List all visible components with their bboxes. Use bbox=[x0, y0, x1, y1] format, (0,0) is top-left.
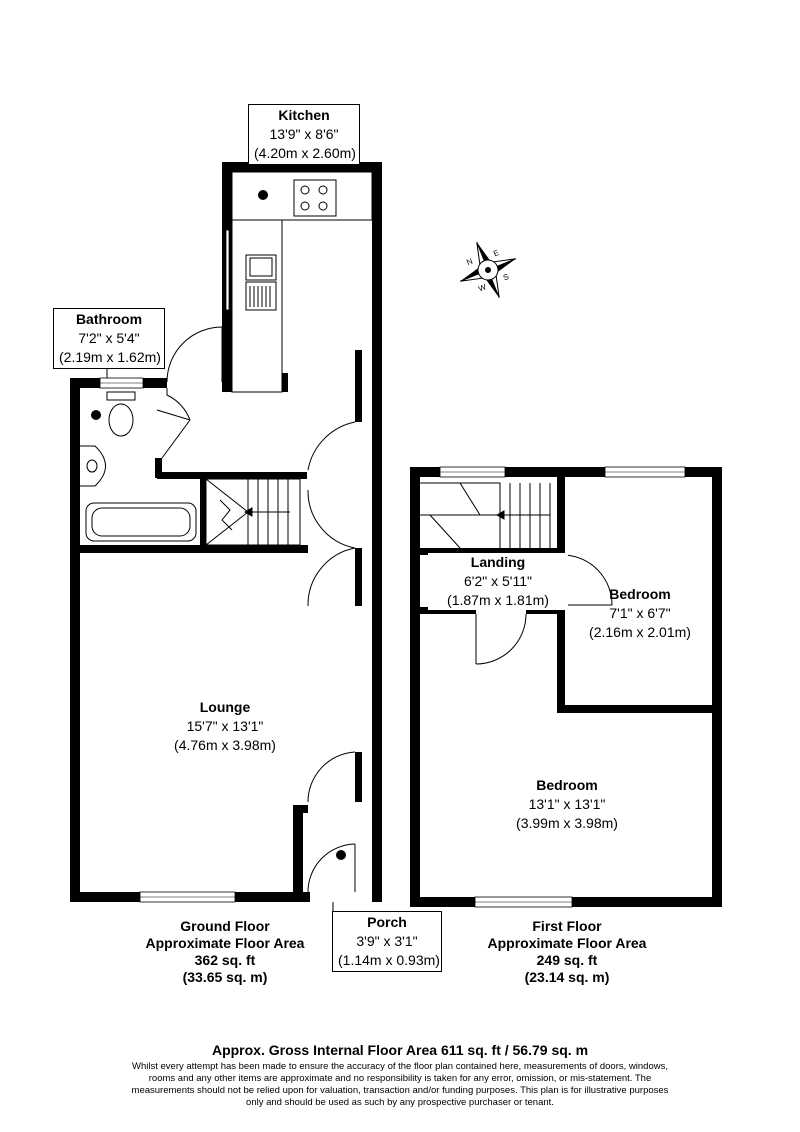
room-size-metric: (1.14m x 0.93m) bbox=[338, 952, 440, 968]
bathroom-boiler-icon bbox=[91, 410, 101, 420]
room-size-imperial: 6'2" x 5'11" bbox=[464, 573, 532, 589]
disclaimer-text: Whilst every attempt has been made to en… bbox=[131, 1061, 669, 1108]
compass-letter-s: S bbox=[502, 272, 510, 282]
room-name: Porch bbox=[367, 914, 407, 930]
ground-floor-area-label: Ground Floor Approximate Floor Area 362 … bbox=[130, 918, 320, 986]
compass-letter-n: N bbox=[465, 256, 474, 267]
room-label-porch: Porch 3'9" x 3'1" (1.14m x 0.93m) bbox=[332, 911, 442, 972]
room-name: Bedroom bbox=[536, 777, 598, 793]
ground-floor-plan bbox=[70, 162, 382, 903]
room-name: Lounge bbox=[199, 699, 251, 715]
floor-caption: Approximate Floor Area bbox=[487, 935, 647, 951]
first-floor-plan bbox=[410, 466, 722, 908]
kitchen-boiler-icon bbox=[258, 190, 268, 200]
room-size-imperial: 13'1" x 13'1" bbox=[528, 796, 606, 812]
room-size-imperial: 13'9" x 8'6" bbox=[269, 126, 339, 142]
kitchen-door bbox=[166, 326, 223, 383]
compass-letter-e: E bbox=[492, 248, 500, 258]
room-label-bedroom-large: Bedroom 13'1" x 13'1" (3.99m x 3.98m) bbox=[497, 776, 637, 833]
room-label-landing: Landing 6'2" x 5'11" (1.87m x 1.81m) bbox=[428, 553, 568, 610]
first-floor-inner-walls bbox=[420, 477, 712, 713]
bathroom-door bbox=[156, 388, 191, 459]
ground-floor-inner-walls bbox=[80, 350, 362, 802]
room-label-bathroom: Bathroom 7'2" x 5'4" (2.19m x 1.62m) bbox=[53, 308, 165, 369]
room-size-imperial: 3'9" x 3'1" bbox=[356, 933, 418, 949]
room-size-imperial: 7'1" x 6'7" bbox=[609, 605, 671, 621]
room-size-metric: (4.76m x 3.98m) bbox=[174, 737, 276, 753]
landing-doors bbox=[475, 554, 613, 665]
footer: Approx. Gross Internal Floor Area 611 sq… bbox=[0, 1042, 800, 1109]
room-label-kitchen: Kitchen 13'9" x 8'6" (4.20m x 2.60m) bbox=[248, 104, 360, 165]
gross-internal-area: Approx. Gross Internal Floor Area 611 sq… bbox=[211, 1042, 589, 1058]
first-floor-area-label: First Floor Approximate Floor Area 249 s… bbox=[472, 918, 662, 986]
bathroom-window bbox=[99, 377, 144, 389]
compass-icon: N E S W bbox=[459, 241, 517, 299]
room-size-imperial: 7'2" x 5'4" bbox=[78, 330, 140, 346]
room-size-metric: (2.19m x 1.62m) bbox=[59, 349, 161, 365]
room-name: Kitchen bbox=[278, 107, 330, 123]
floor-area-sqm: (23.14 sq. m) bbox=[524, 969, 610, 985]
bathroom-fixtures bbox=[80, 391, 197, 542]
porch-door bbox=[307, 843, 356, 893]
room-name: Bedroom bbox=[609, 586, 671, 602]
floor-name: First Floor bbox=[532, 918, 602, 934]
room-name: Bathroom bbox=[75, 311, 143, 327]
first-floor-stairs bbox=[420, 482, 551, 549]
porch-meter-icon bbox=[336, 850, 346, 860]
lounge-window bbox=[139, 891, 236, 903]
room-size-metric: (1.87m x 1.81m) bbox=[447, 592, 549, 608]
floor-area-sqft: 249 sq. ft bbox=[536, 952, 598, 968]
floor-area-sqm: (33.65 sq. m) bbox=[182, 969, 268, 985]
floor-name: Ground Floor bbox=[180, 918, 270, 934]
room-size-metric: (3.99m x 3.98m) bbox=[516, 815, 618, 831]
room-size-metric: (2.16m x 2.01m) bbox=[589, 624, 691, 640]
leader-lines bbox=[106, 154, 334, 912]
kitchen-counter bbox=[231, 171, 373, 393]
room-label-lounge: Lounge 15'7" x 13'1" (4.76m x 3.98m) bbox=[155, 698, 295, 755]
room-size-imperial: 15'7" x 13'1" bbox=[186, 718, 264, 734]
compass-letter-w: W bbox=[477, 282, 488, 293]
floor-caption: Approximate Floor Area bbox=[145, 935, 305, 951]
room-name: Landing bbox=[470, 554, 526, 570]
hall-doors bbox=[307, 421, 356, 803]
room-label-bedroom-small: Bedroom 7'1" x 6'7" (2.16m x 2.01m) bbox=[575, 585, 705, 642]
first-floor-windows bbox=[439, 466, 686, 908]
first-floor-walls bbox=[410, 467, 722, 907]
floor-area-sqft: 362 sq. ft bbox=[194, 952, 256, 968]
room-size-metric: (4.20m x 2.60m) bbox=[254, 145, 356, 161]
ground-stairs bbox=[205, 478, 301, 546]
kitchen-window bbox=[225, 229, 230, 311]
